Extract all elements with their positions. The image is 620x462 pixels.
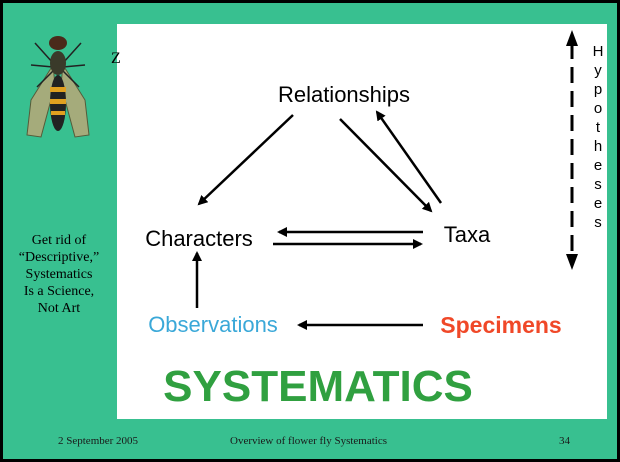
systematics-diagram: Z Relationships Characters Taxa Observat… [111, 30, 604, 411]
hoverfly-icon [26, 36, 90, 138]
footer-title: Overview of flower fly Systematics [230, 435, 388, 447]
hypotheses-letter: p [594, 81, 602, 98]
slide: Z Relationships Characters Taxa Observat… [3, 3, 617, 459]
hypotheses-letter: s [594, 214, 602, 231]
hypotheses-letter: o [594, 100, 602, 117]
fly-caption-fragment: Z [111, 50, 121, 67]
hypotheses-letter: H [593, 43, 604, 60]
arrow-relationships-to-taxa [339, 118, 433, 213]
node-specimens: Specimens [440, 312, 561, 338]
hypotheses-arrow-down [566, 254, 578, 270]
hypotheses-letter: e [594, 195, 602, 212]
node-relationships: Relationships [278, 82, 410, 107]
side-note-line: Systematics [25, 267, 93, 282]
side-note: Get rid of “Descriptive,” Systematics Is… [9, 232, 109, 317]
side-note-line: Is a Science, [23, 284, 95, 299]
hypotheses-letter: s [594, 176, 602, 193]
node-characters: Characters [145, 226, 253, 251]
node-taxa: Taxa [444, 222, 491, 247]
side-note-line: Get rid of [31, 233, 87, 248]
node-observations: Observations [148, 312, 278, 337]
hypotheses-letter: t [596, 119, 601, 136]
side-note-line: “Descriptive,” [18, 250, 100, 265]
arrow-relationships-to-characters [197, 114, 294, 206]
footer-date: 2 September 2005 [58, 435, 139, 447]
hypotheses-letter: h [594, 138, 602, 155]
content-panel [117, 24, 607, 419]
slide-title: SYSTEMATICS [163, 362, 473, 411]
arrow-taxa-to-relationships [375, 110, 443, 204]
side-note-line: Not Art [37, 301, 81, 316]
footer-page-number: 34 [559, 435, 570, 447]
hypotheses-letter: y [594, 62, 602, 79]
hypotheses-letter: e [594, 157, 602, 174]
hypotheses-arrow-up [566, 30, 578, 46]
hypotheses-label: H y p o t h e s e s [593, 43, 604, 231]
